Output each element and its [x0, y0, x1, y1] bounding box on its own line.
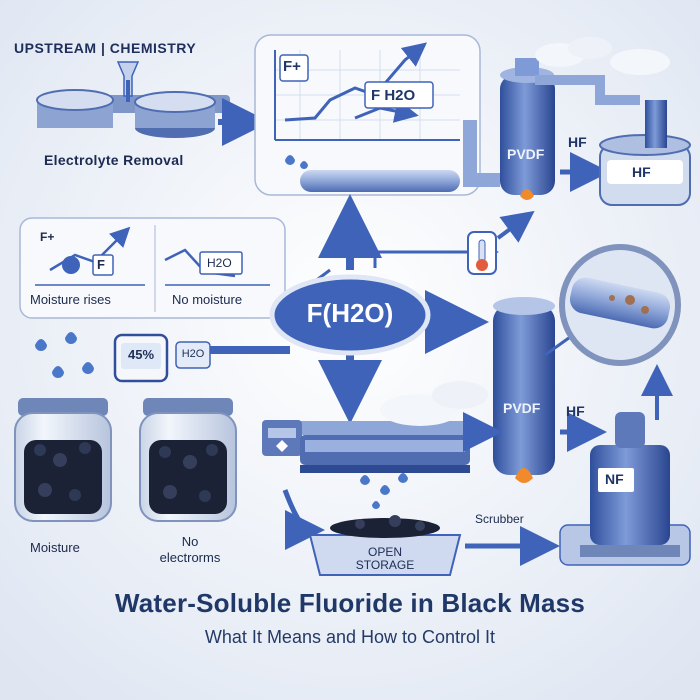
hf-top-label: HF: [568, 134, 587, 150]
hf-mid-label: HF: [566, 403, 585, 419]
jar-no-electrolyte-label: No electrorms: [150, 534, 230, 566]
thermometer-icon: [467, 210, 535, 275]
header-left: UPSTREAM: [14, 40, 97, 56]
open-storage: [308, 515, 462, 576]
main-title: Water-Soluble Fluoride in Black Mass: [115, 588, 585, 618]
subtitle: What It Means and How to Control It: [204, 627, 496, 647]
moisture-chart-panel: [19, 217, 286, 319]
electrolyte-basins: [36, 61, 230, 138]
open-storage-line1: OPEN: [367, 545, 402, 559]
f-mid-label: F: [97, 257, 105, 272]
open-storage-label: OPEN STORAGE: [330, 546, 440, 572]
electrolyte-removal-label: Electrolyte Removal: [44, 152, 184, 168]
water-droplets: [35, 332, 94, 378]
center-formula: F(H2O): [306, 298, 394, 328]
header-separator: |: [100, 40, 106, 56]
mid-pvdf-tank: [493, 288, 555, 483]
humidity-meter: [113, 333, 169, 383]
moisture-rises-label: Moisture rises: [30, 292, 111, 307]
jar-moisture: [14, 398, 112, 522]
hf-tank-label: HF: [632, 164, 651, 180]
open-storage-line2: STORAGE: [355, 558, 415, 572]
header-upstream-chemistry: UPSTREAM | CHEMISTRY: [14, 40, 196, 56]
nf-label: NF: [605, 471, 624, 487]
header-right: CHEMISTRY: [109, 40, 197, 56]
f-plus-mid-label: F+: [40, 230, 55, 244]
h2o-mid-label: H2O: [207, 256, 232, 270]
f-h2o-top-label: F H2O: [371, 87, 416, 104]
no-moisture-label: No moisture: [172, 292, 243, 307]
h2o-box-label: H2O: [181, 348, 205, 360]
conveyor-dryer: [262, 381, 488, 509]
f-plus-box: [279, 54, 309, 82]
nf-scrubber: [559, 412, 691, 566]
flame-icon: [520, 189, 534, 200]
h2o-box: [175, 341, 211, 369]
jar-no-line2: electrorms: [159, 550, 221, 565]
top-pvdf-tank: [463, 37, 670, 200]
sparkle-icon: [276, 440, 288, 452]
f-plus-top-label: F+: [283, 58, 301, 75]
jar-moisture-label: Moisture: [30, 540, 80, 555]
pvdf-top-label: PVDF: [507, 146, 545, 162]
jar-no-electrolyte: [139, 398, 237, 522]
pvdf-mid-label: PVDF: [503, 400, 541, 416]
jar-no-line1: No: [181, 534, 199, 549]
hf-tank: [599, 100, 691, 206]
funnel-icon: [116, 61, 140, 97]
scrubber-label: Scrubber: [475, 512, 524, 526]
f-h2o-box: [364, 81, 434, 109]
humidity-value: 45%: [127, 347, 155, 362]
center-hub: [210, 194, 499, 424]
magnifier-lens: [544, 244, 681, 366]
flame-icon-2: [515, 468, 533, 483]
top-chart-panel: [254, 34, 481, 196]
